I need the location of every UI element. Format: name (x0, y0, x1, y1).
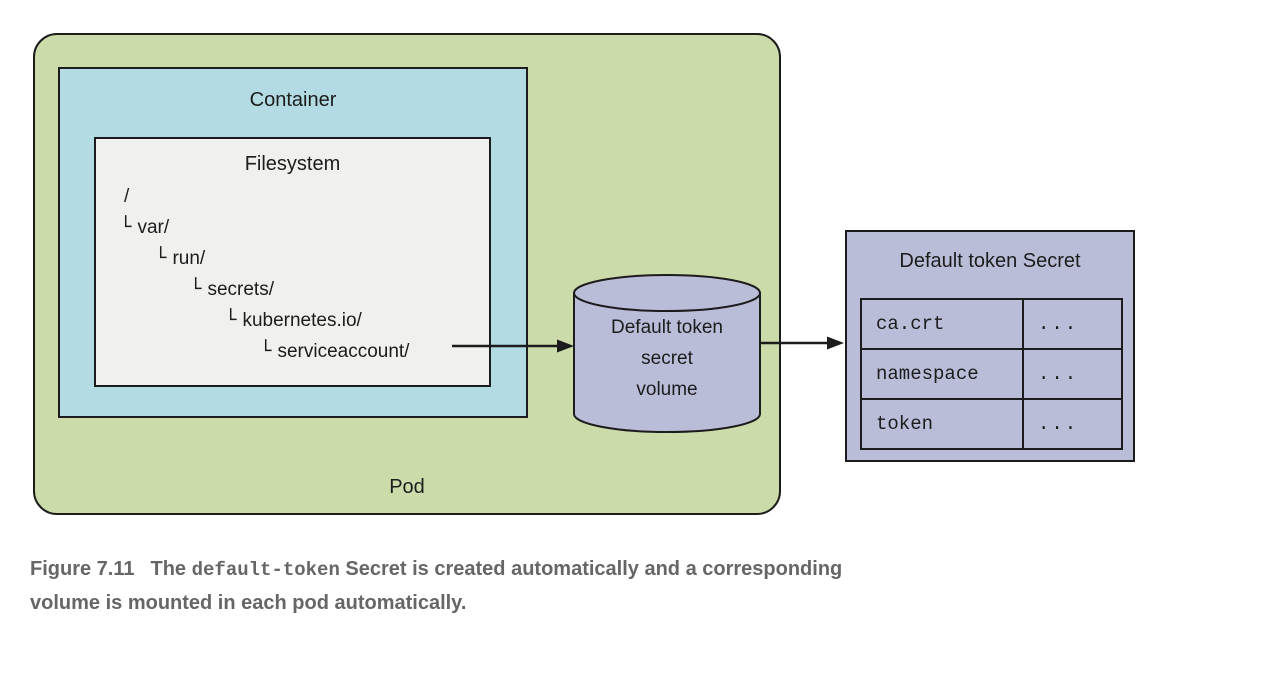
tree-branch-glyph: └ (155, 247, 167, 269)
caption-text-pre: The (150, 558, 192, 580)
pod-box: Container Filesystem / └var/ └run/ └secr… (33, 33, 781, 515)
filesystem-label: Filesystem (244, 153, 341, 175)
table-row: ca.crt ... (860, 298, 1124, 350)
tree-item-var: └var/ (120, 212, 489, 243)
table-row: token ... (860, 398, 1124, 450)
tree-item-root: / (118, 182, 489, 212)
tree-item-label: / (124, 186, 130, 207)
secret-key: ca.crt (860, 298, 1024, 350)
secret-key: namespace (860, 348, 1024, 400)
caption-code: default-token (191, 559, 340, 581)
tree-item-secrets: └secrets/ (190, 274, 489, 305)
cylinder-top (573, 274, 761, 312)
tree-item-run: └run/ (155, 243, 489, 274)
figure-number: Figure 7.11 (30, 558, 135, 580)
filesystem-tree: / └var/ └run/ └secrets/ └kubernetes.io/ … (96, 182, 489, 367)
tree-item-label: var/ (137, 217, 170, 238)
filesystem-box: Filesystem / └var/ └run/ └secrets/ └kube… (94, 137, 491, 387)
tree-item-label: secrets/ (207, 279, 274, 300)
tree-branch-glyph: └ (260, 340, 272, 362)
figure-caption: Figure 7.11 The default-token Secret is c… (30, 553, 1210, 620)
secret-box: Default token Secret ca.crt ... namespac… (845, 230, 1135, 462)
container-box: Container Filesystem / └var/ └run/ └secr… (58, 67, 528, 418)
secret-value: ... (1021, 298, 1124, 350)
tree-item-label: run/ (172, 248, 206, 269)
secret-volume-cylinder (573, 274, 761, 433)
caption-line2: volume is mounted in each pod automatica… (30, 592, 467, 614)
container-label: Container (249, 89, 337, 111)
cylinder-body (573, 293, 761, 433)
pod-label: Pod (389, 476, 425, 498)
tree-branch-glyph: └ (120, 216, 132, 238)
tree-item-label: serviceaccount/ (277, 341, 410, 362)
tree-branch-glyph: └ (190, 278, 202, 300)
tree-item-label: kubernetes.io/ (242, 310, 362, 331)
tree-branch-glyph: └ (225, 309, 237, 331)
tree-item-serviceaccount: └serviceaccount/ (260, 336, 489, 367)
tree-item-kubernetes-io: └kubernetes.io/ (225, 305, 489, 336)
table-row: namespace ... (860, 348, 1124, 400)
secret-table: ca.crt ... namespace ... token ... (860, 298, 1124, 450)
secret-key: token (860, 398, 1024, 450)
secret-value: ... (1021, 348, 1124, 400)
secret-volume-label: Default token secret volume (611, 317, 723, 400)
caption-text-post: Secret is created automatically and a co… (339, 558, 843, 580)
secret-value: ... (1021, 398, 1124, 450)
secret-title: Default token Secret (899, 250, 1081, 272)
